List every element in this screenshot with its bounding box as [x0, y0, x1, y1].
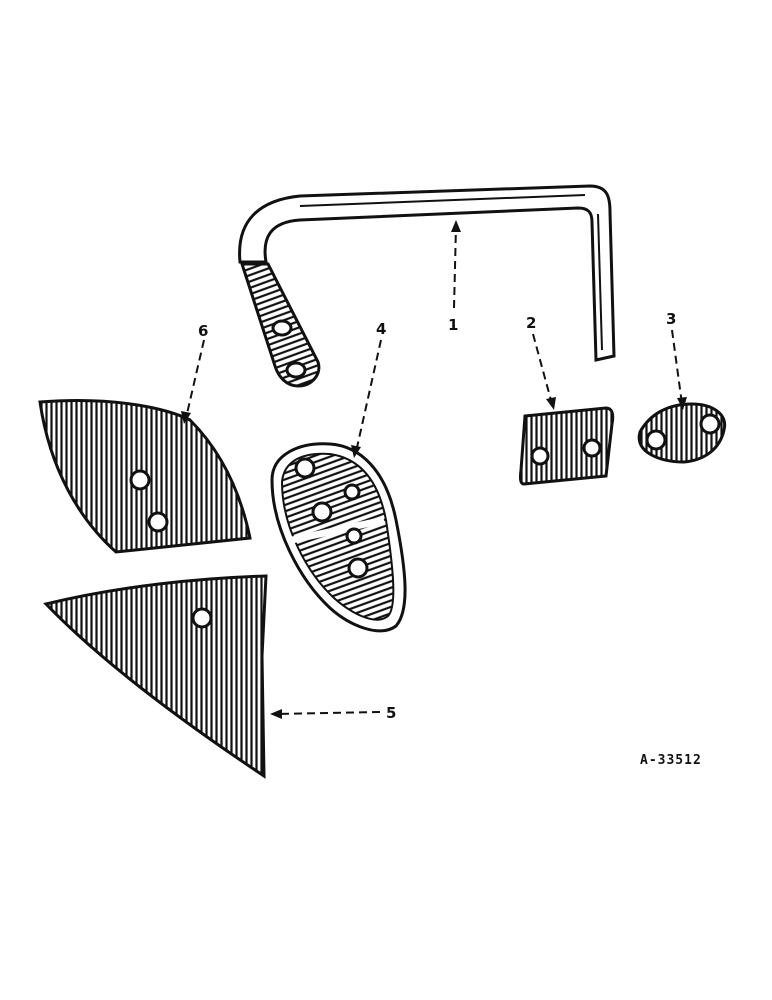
upper-wing-shield	[38, 399, 252, 554]
u-handle-bar	[238, 184, 616, 388]
bracket-hole	[645, 429, 667, 451]
arrowhead	[451, 220, 461, 232]
guard-hole	[294, 457, 316, 479]
leader-line-4	[355, 339, 382, 453]
arrowhead	[181, 411, 191, 424]
leader-line-6	[185, 339, 205, 419]
guard-hole	[311, 501, 333, 523]
leader-lines	[181, 220, 687, 719]
mounting-hole	[271, 319, 293, 337]
leader-line-3	[671, 329, 683, 405]
callout-5: 5	[386, 704, 396, 722]
lower-wing-shield	[43, 574, 268, 779]
callout-2: 2	[526, 314, 536, 332]
callout-6: 6	[198, 322, 208, 340]
shield-hole	[147, 511, 169, 533]
rectangular-plate	[518, 406, 615, 486]
arrowhead	[677, 397, 687, 410]
guard-hole	[347, 557, 369, 579]
mounting-hole	[285, 361, 307, 379]
bracket-hole	[699, 413, 721, 435]
teardrop-guard	[270, 442, 407, 633]
callout-3: 3	[666, 310, 676, 328]
guard-hole	[343, 483, 361, 501]
small-bracket	[637, 402, 727, 464]
leader-line-2	[532, 333, 553, 405]
callout-1: 1	[448, 316, 458, 334]
guard-hole	[345, 527, 363, 545]
plate-hole	[582, 438, 602, 458]
leader-line-1	[453, 225, 457, 309]
leader-line-5	[275, 711, 381, 715]
arrowhead	[546, 397, 556, 410]
shield-hole	[129, 469, 151, 491]
shield-hole	[191, 607, 213, 629]
arrowhead	[270, 709, 282, 719]
plate-hole	[530, 446, 550, 466]
arrowhead	[351, 445, 361, 458]
figure-code: A-33512	[640, 753, 702, 768]
callout-4: 4	[376, 320, 386, 338]
